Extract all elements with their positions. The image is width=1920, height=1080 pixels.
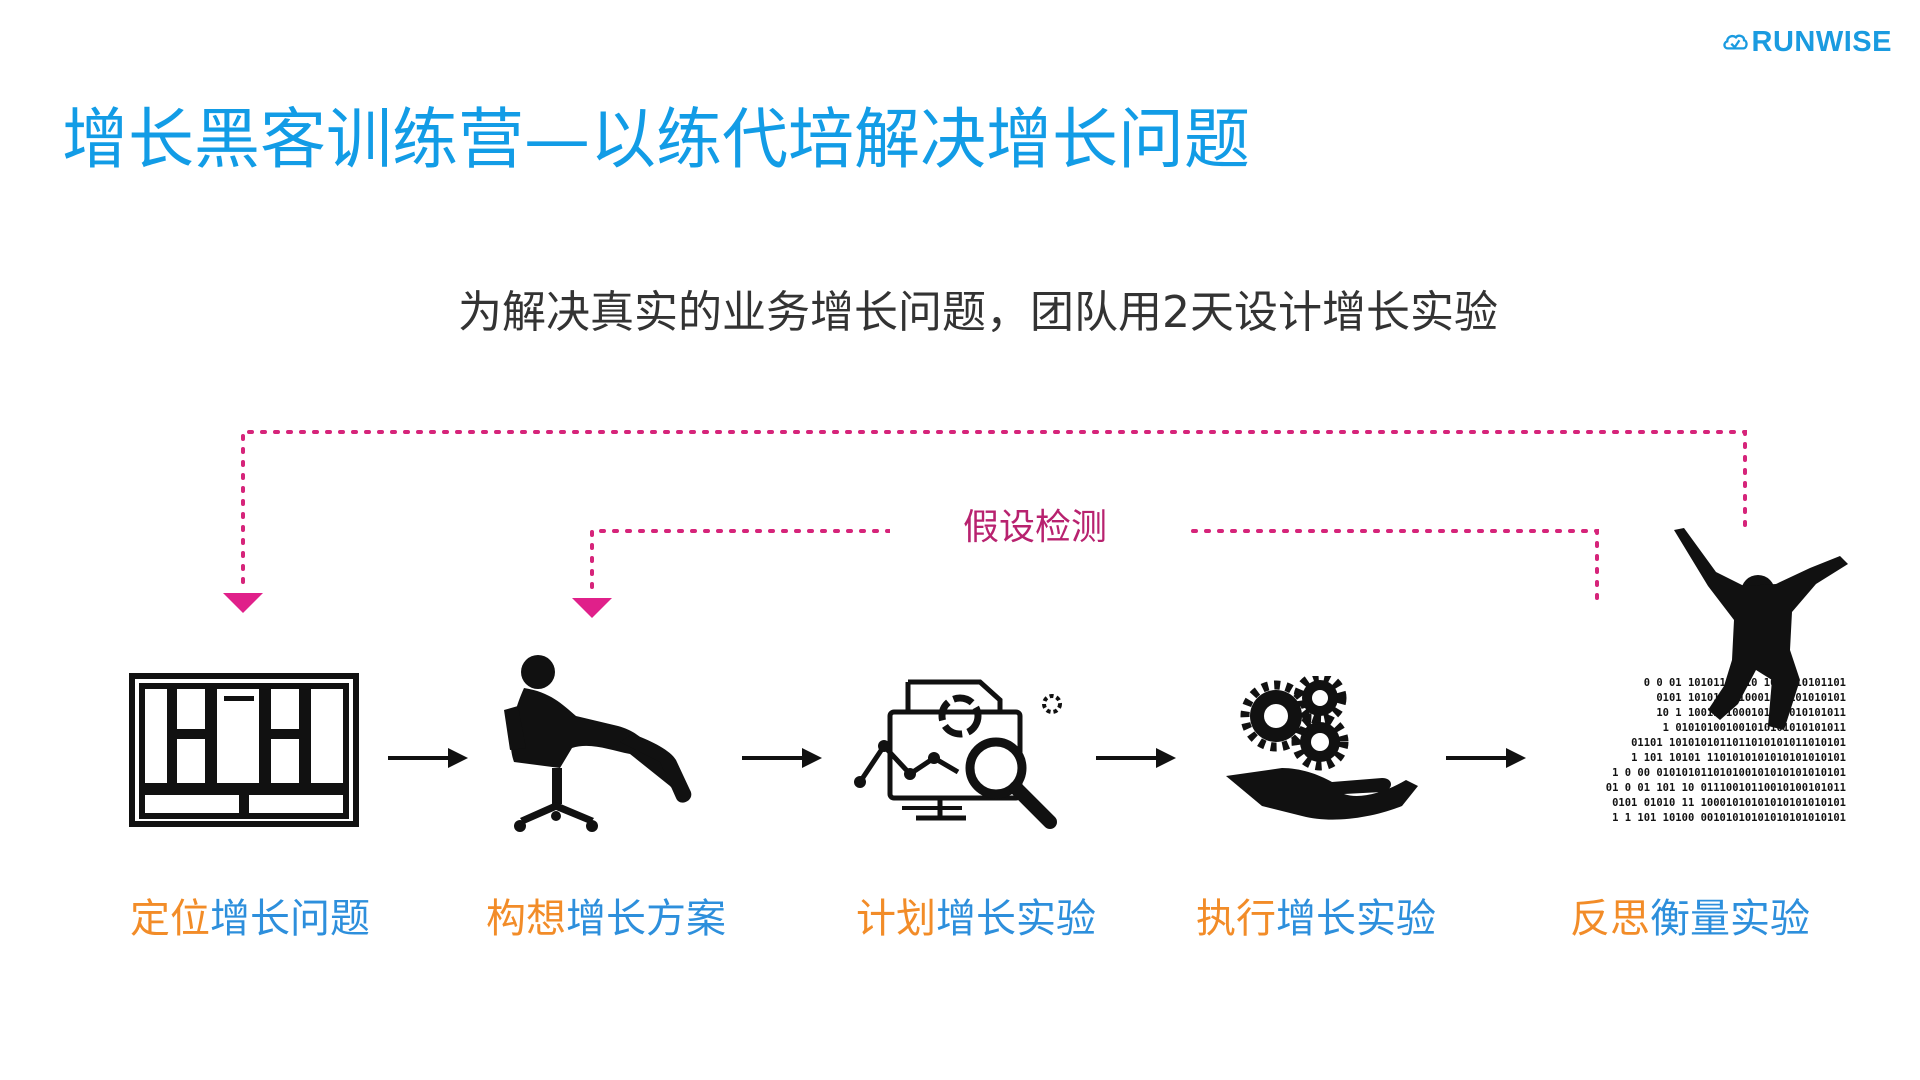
binary-row: 1 101 10101 1101010101010101010101 bbox=[1631, 752, 1846, 764]
arrow-right-icon bbox=[1446, 748, 1526, 768]
binary-row: 01 0 01 101 10 01110010110010100101011 bbox=[1605, 782, 1846, 794]
step-label-locate: 定位增长问题 bbox=[130, 896, 370, 942]
step-label-reflect: 反思衡量实验 bbox=[1570, 896, 1810, 942]
hypothesis-test-label: 假设检测 bbox=[890, 498, 1180, 550]
step-label-ideate: 构想增长方案 bbox=[486, 896, 726, 942]
binary-row: 0101 01010 11 10001010101010101010101 bbox=[1612, 797, 1846, 809]
arrow-right-icon bbox=[388, 748, 468, 768]
inner-loop-arrowhead bbox=[572, 598, 612, 618]
binary-row: 1 010101001001010101010101011 bbox=[1662, 722, 1846, 734]
arrow-right-icon bbox=[1096, 748, 1176, 768]
arrow-right-icon bbox=[742, 748, 822, 768]
thinking-man-icon bbox=[504, 655, 692, 832]
page-title: 增长黑客训练营—以练代培解决增长问题 bbox=[62, 101, 1250, 178]
gears-hand-icon bbox=[1226, 676, 1418, 820]
step-label-plan: 计划增长实验 bbox=[856, 896, 1096, 942]
brand-name: RUNWISE bbox=[1751, 25, 1892, 58]
binary-row: 1 0 00 010101011010100101010101010101 bbox=[1612, 767, 1846, 779]
step-label-execute: 执行增长实验 bbox=[1196, 896, 1436, 942]
analytics-search-icon bbox=[854, 679, 1062, 829]
binary-row: 01101 1010101011011010101011010101 bbox=[1631, 737, 1846, 749]
runwise-logo: RUNWISE bbox=[1722, 22, 1892, 62]
outer-loop-arrowhead bbox=[223, 593, 263, 613]
canvas-grid-icon bbox=[129, 673, 359, 827]
page-subtitle: 为解决真实的业务增长问题，团队用2天设计增长实验 bbox=[458, 287, 1498, 338]
cloud-logo-icon bbox=[1723, 34, 1748, 50]
binary-row: 1 1 101 10100 00101010101010101010101 bbox=[1612, 812, 1846, 824]
jumping-man-icon bbox=[1674, 528, 1848, 730]
